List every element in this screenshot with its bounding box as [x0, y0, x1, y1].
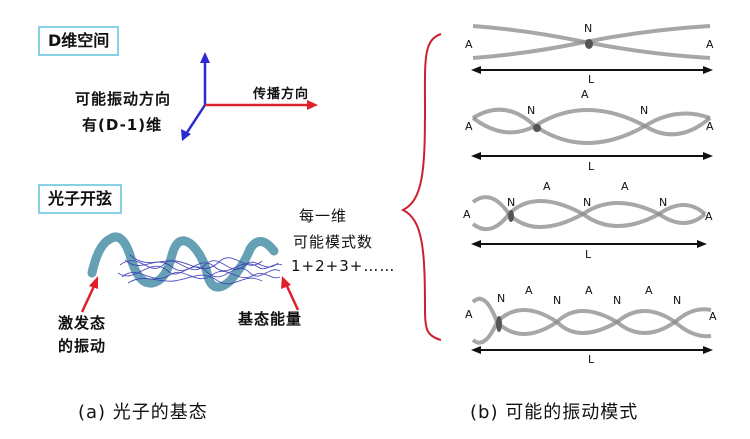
mode3-node-1: N — [507, 196, 515, 209]
mode1-node-marker — [585, 39, 593, 49]
vertical-arrowhead-icon — [200, 52, 210, 63]
mode2-antinode-left: A — [465, 120, 473, 133]
caption-b: (b) 可能的振动模式 — [470, 402, 639, 423]
mode2-node-left: N — [527, 104, 535, 117]
mode2-length: L — [588, 160, 595, 173]
mode2-wave-lower — [471, 108, 712, 137]
open-string-illustration — [87, 232, 283, 292]
excited-pointer-line — [80, 283, 97, 313]
ground-energy-label: 基态能量 — [238, 310, 303, 328]
mode4-antinode-left: A — [465, 308, 473, 321]
mode2-node-right: N — [640, 104, 648, 117]
brace-icon — [400, 33, 442, 341]
diagonal-axis-line — [184, 104, 207, 135]
mode-3: A N A N A N A L — [463, 180, 713, 261]
modes-line1: 每一维 — [299, 207, 348, 225]
mode3-node-2: N — [583, 196, 591, 209]
mode1-arrow-left-icon — [471, 66, 481, 74]
modes-line2: 可能模式数 — [293, 233, 374, 251]
mode4-antinode-3: A — [645, 284, 653, 297]
mode1-arrow-right-icon — [703, 66, 713, 74]
mode4-node-2: N — [553, 294, 561, 307]
excited-arrowhead-icon — [89, 276, 98, 289]
horizontal-arrowhead-icon — [307, 100, 318, 110]
mode4-node-4: N — [673, 294, 681, 307]
dimension-label: D维空间 — [48, 31, 110, 50]
mode4-antinode-2: A — [585, 284, 593, 297]
mode2-antinode-right: A — [706, 120, 714, 133]
vibration-modes: .wv { fill:none; stroke:#8a8a8a; stroke-… — [463, 22, 717, 365]
mode3-arrow-left-icon — [471, 240, 481, 248]
mode4-length: L — [588, 353, 595, 365]
mode3-node-marker — [508, 210, 514, 222]
mode3-length: L — [585, 248, 592, 261]
vibration-direction-line2: 有(D-1)维 — [82, 116, 163, 134]
ground-arrowhead-icon — [281, 276, 291, 289]
mode4-node-marker — [496, 316, 502, 332]
ground-pointer-line — [284, 283, 300, 311]
axes-diagram — [181, 52, 318, 141]
mode3-node-3: N — [659, 196, 667, 209]
mode4-node-3: N — [613, 294, 621, 307]
caption-a: (a) 光子的基态 — [78, 402, 208, 423]
mode-1: A N A L — [465, 22, 714, 86]
mode1-antinode-right: A — [706, 38, 714, 51]
mode-4: A N A N A N A N A L — [465, 284, 717, 365]
mode4-antinode-right: A — [709, 310, 717, 323]
string-box: 光子开弦 — [38, 184, 123, 214]
mode2-arrow-left-icon — [471, 152, 481, 160]
modes-series: 1+2+3+…… — [291, 257, 396, 275]
mode4-arrow-left-icon — [471, 346, 481, 354]
mode4-node-1: N — [497, 292, 505, 305]
mode-2: A N A N A L — [465, 88, 714, 173]
mode1-wave-lower — [472, 24, 711, 60]
excited-state-line2: 的振动 — [58, 337, 107, 355]
mode2-wave-upper — [471, 107, 711, 145]
dimension-box: D维空间 — [38, 26, 120, 56]
string-label: 光子开弦 — [48, 189, 113, 208]
propagation-direction-label: 传播方向 — [253, 87, 310, 102]
mode1-length: L — [588, 73, 595, 86]
mode4-wave-lower — [471, 308, 712, 345]
mode1-antinode-left: A — [465, 38, 473, 51]
pointer-arrows — [80, 276, 300, 313]
diagonal-arrowhead-icon — [181, 129, 191, 141]
mode3-wave-lower — [471, 199, 707, 232]
mode3-arrow-right-icon — [697, 240, 707, 248]
mode3-antinode-2: A — [621, 180, 629, 193]
vibration-direction-line1: 可能振动方向 — [75, 90, 172, 108]
ground-state-scribble — [117, 254, 283, 285]
mode4-arrow-right-icon — [703, 346, 713, 354]
excited-state-line1: 激发态 — [58, 314, 107, 332]
mode4-antinode-1: A — [525, 284, 533, 297]
mode3-antinode-right: A — [705, 210, 713, 223]
mode1-node: N — [584, 22, 592, 35]
mode2-arrow-right-icon — [703, 152, 713, 160]
mode3-antinode-1: A — [543, 180, 551, 193]
mode2-antinode-center: A — [581, 88, 589, 101]
mode3-antinode-left: A — [463, 208, 471, 221]
mode2-node-marker — [533, 124, 541, 132]
